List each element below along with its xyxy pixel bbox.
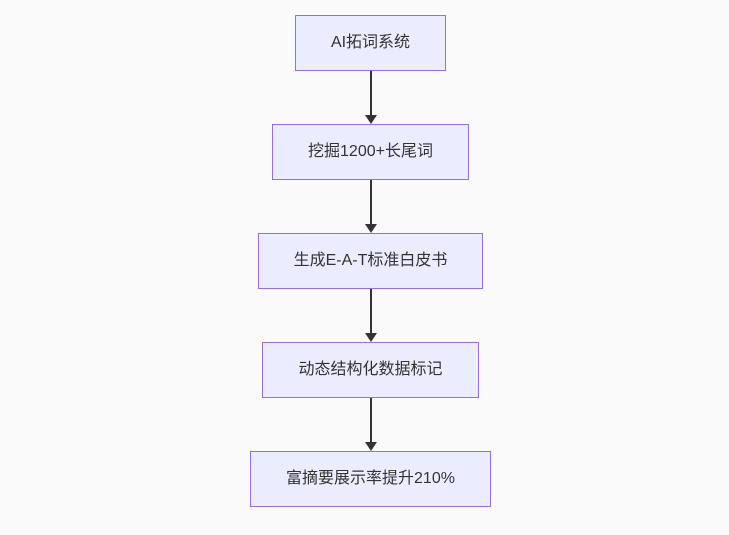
- arrow-line: [369, 180, 372, 224]
- arrowhead-down-icon: [364, 224, 377, 233]
- flowchart-node-longtail-mining: 挖掘1200+长尾词: [272, 124, 469, 180]
- flowchart-canvas: AI拓词系统 挖掘1200+长尾词 生成E-A-T标准白皮书 动态结构化数据标记…: [6, 0, 729, 535]
- arrow-down-4: [364, 398, 377, 451]
- flowchart-node-eat-whitepaper: 生成E-A-T标准白皮书: [257, 233, 484, 289]
- arrow-down-2: [364, 180, 377, 233]
- node-label: 富摘要展示率提升210%: [286, 470, 455, 487]
- arrowhead-down-icon: [364, 333, 377, 342]
- arrow-line: [369, 71, 372, 115]
- arrowhead-down-icon: [364, 442, 377, 451]
- node-label: 动态结构化数据标记: [298, 361, 443, 378]
- node-label: AI拓词系统: [330, 34, 411, 51]
- node-label: 挖掘1200+长尾词: [308, 143, 433, 160]
- arrow-down-3: [364, 289, 377, 342]
- flowchart-node-structured-data: 动态结构化数据标记: [262, 342, 479, 398]
- arrow-down-1: [364, 71, 377, 124]
- flowchart-node-ai-keyword-system: AI拓词系统: [294, 15, 447, 71]
- arrow-line: [369, 398, 372, 442]
- arrow-line: [369, 289, 372, 333]
- flowchart-node-rich-snippet-rate: 富摘要展示率提升210%: [250, 451, 491, 507]
- node-label: 生成E-A-T标准白皮书: [293, 252, 448, 269]
- arrowhead-down-icon: [364, 115, 377, 124]
